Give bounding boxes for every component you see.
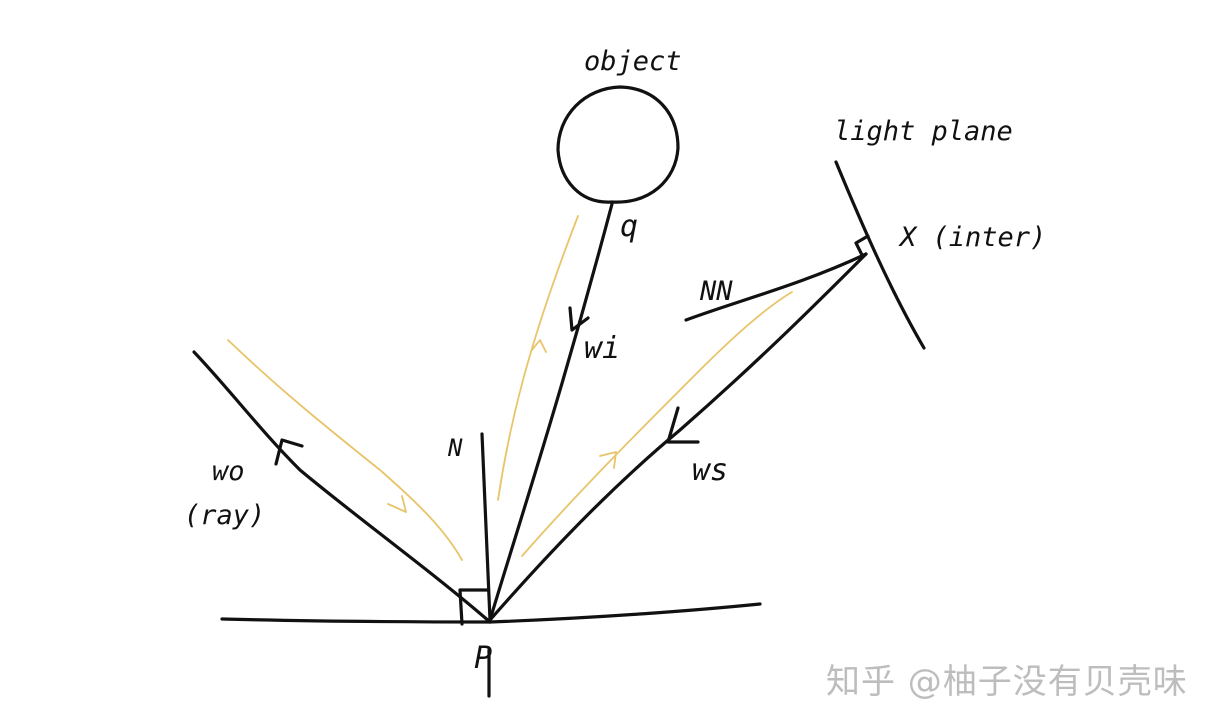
label-x-inter: X (inter) — [898, 222, 1046, 253]
light-plane-line — [834, 160, 926, 350]
watermark: 知乎 @柚子没有贝壳味 — [826, 662, 1188, 702]
wi-line — [488, 202, 614, 622]
light-path-wo-arrow-icon — [387, 495, 407, 513]
label-q: q — [620, 209, 638, 244]
label-object: object — [584, 46, 682, 77]
object-circle — [556, 85, 680, 204]
light-path-ws — [521, 291, 793, 557]
nn-line — [684, 252, 868, 322]
right-angle-marker-x — [854, 234, 870, 257]
light-path-wi-arrow-icon — [531, 339, 547, 353]
wi-arrow-icon — [568, 306, 590, 332]
label-wi: wi — [584, 331, 620, 366]
normal-line — [480, 432, 492, 622]
label-n: N — [447, 434, 463, 462]
ws-line — [488, 252, 868, 622]
label-light-plane: light plane — [834, 116, 1013, 147]
wo-ray-line — [192, 350, 492, 624]
ws-arrow-icon — [666, 406, 700, 444]
label-ray: (ray) — [184, 500, 265, 531]
light-path-wo — [227, 339, 463, 561]
label-nn: NN — [699, 276, 733, 307]
light-path-ws-arrow-icon — [599, 451, 617, 469]
label-ws: ws — [692, 453, 728, 488]
label-wo: wo — [212, 456, 245, 487]
right-angle-marker-p — [458, 588, 489, 626]
wo-arrow-icon — [274, 438, 304, 466]
light-path-wi — [497, 215, 579, 501]
